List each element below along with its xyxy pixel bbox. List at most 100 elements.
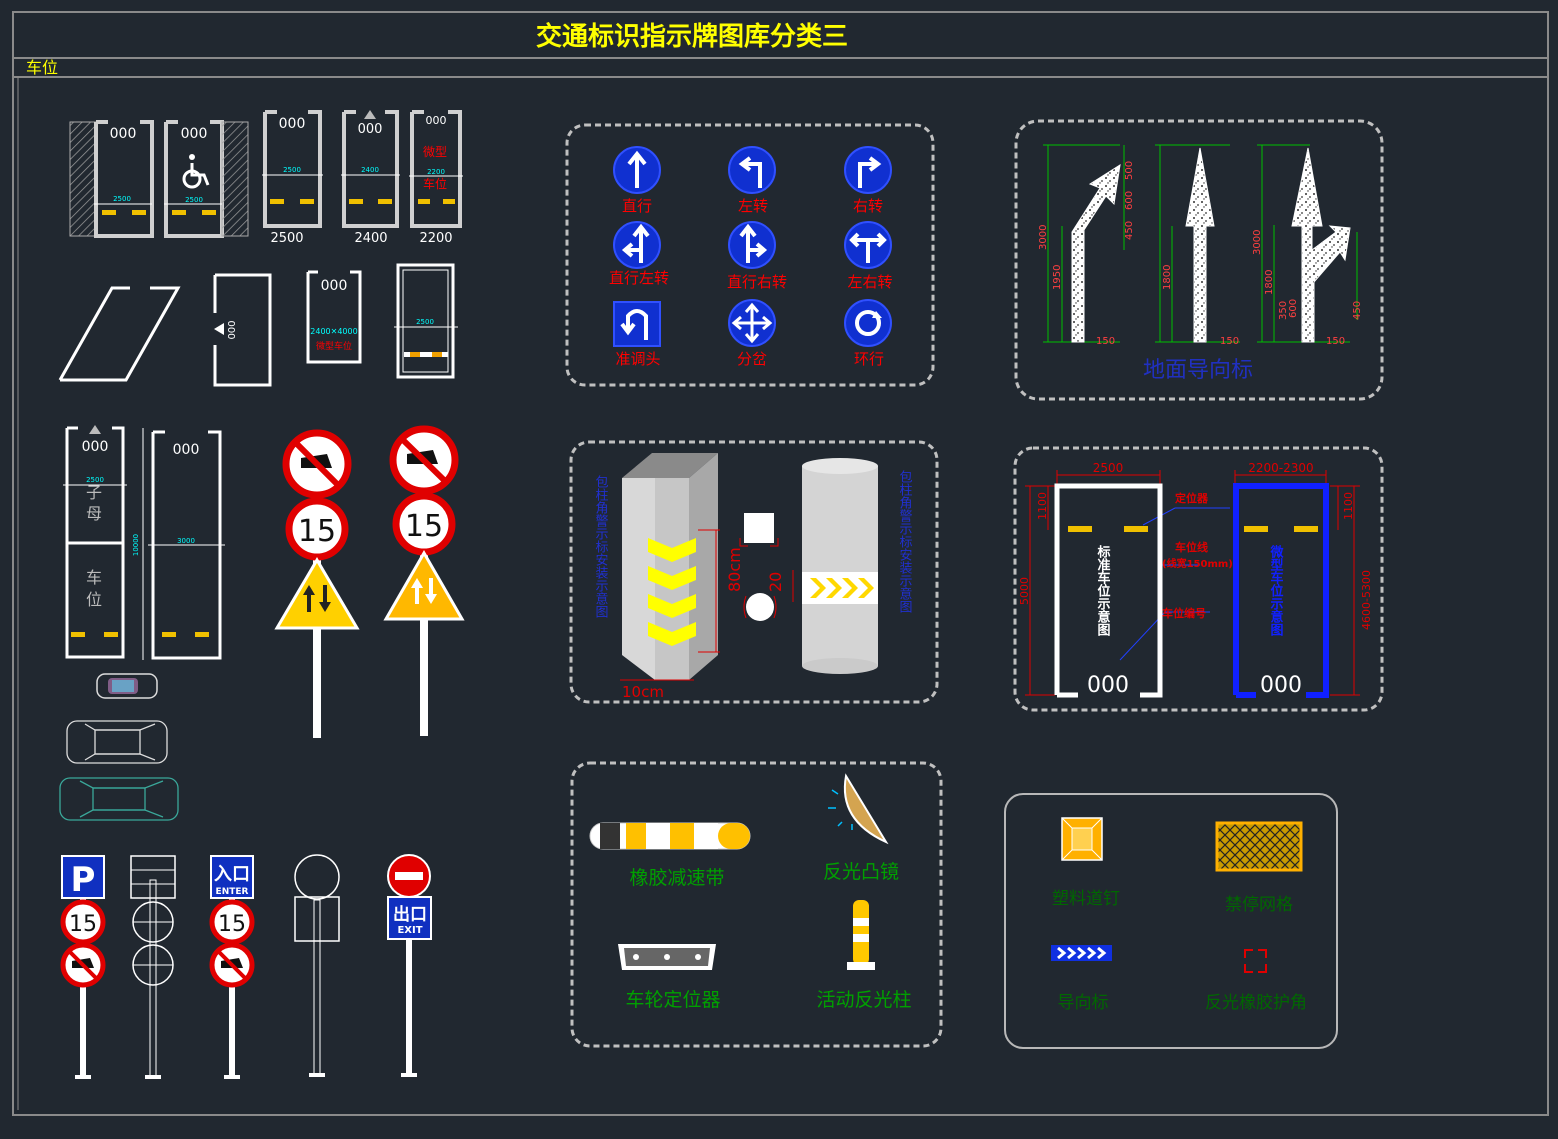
mother-child-label: 母	[86, 504, 102, 523]
line-note: (线宽150mm)	[1162, 557, 1233, 570]
arrow-dim: 150	[1096, 336, 1115, 347]
section-label: 车位	[26, 58, 58, 77]
number-label: 车位编号	[1162, 606, 1206, 620]
wheelchair-icon	[182, 154, 210, 189]
entry-sign-en: ENTER	[216, 887, 249, 897]
space-dim: 2500	[113, 195, 131, 203]
misc-label: 导向标	[1058, 993, 1109, 1013]
no-horn-icon	[399, 436, 449, 485]
mother-child-label: 子	[86, 483, 102, 502]
roundabout-sign-icon	[844, 299, 892, 347]
space-code: 000	[358, 122, 383, 137]
car-top-view-icon	[59, 777, 179, 821]
space-code: 000	[82, 439, 109, 455]
exit-sign-en: EXIT	[397, 925, 422, 936]
dim-label: 1100	[1036, 492, 1049, 520]
width-label: 2200	[419, 231, 452, 246]
arrow-dim: 350	[1278, 301, 1289, 320]
width-label: 2400	[354, 231, 387, 246]
space-dim: 2200	[427, 168, 445, 176]
column-dim-20: 20	[766, 572, 785, 592]
speed-limit-value: 15	[298, 514, 336, 549]
no-entry-icon	[395, 872, 423, 880]
devices-panel: 橡胶减速带 反光凸镜 车轮定位器 活动反光柱	[570, 761, 943, 1048]
std-label: 标准车位示意图	[1095, 544, 1112, 637]
column-dim-10: 10cm	[622, 683, 664, 701]
left-right-sign-icon	[844, 221, 892, 269]
page-title: 交通标识指示牌图库分类三	[536, 21, 848, 52]
drawing-frame	[12, 11, 1549, 1116]
space-code: 000	[110, 126, 137, 142]
bollard-icon	[847, 900, 875, 970]
u-turn-sign-icon	[613, 301, 661, 347]
square-column-icon	[622, 453, 718, 680]
dim-label: 1100	[1342, 492, 1355, 520]
dim-label: 2500	[1093, 461, 1124, 475]
space-dim: 2400	[361, 166, 379, 174]
exit-sign-text: 出口	[393, 904, 427, 925]
arrow-dim: 150	[1326, 336, 1345, 347]
arrow-dim: 1800	[1264, 270, 1275, 295]
speed-limit-value: 15	[69, 912, 97, 937]
parking-p-sign: P	[71, 860, 96, 900]
column-dim-80: 80cm	[725, 547, 744, 592]
straight-right-arrow-icon	[1291, 147, 1351, 343]
convex-mirror-icon	[828, 773, 889, 845]
straight-left-sign-icon	[613, 221, 661, 269]
speed-limit-value: 15	[218, 912, 246, 937]
direction-label: 左转	[738, 197, 768, 215]
misc-label: 塑料道钉	[1052, 889, 1120, 909]
direction-label: 分岔	[737, 350, 767, 368]
direction-label: 直行左转	[609, 269, 669, 287]
space-code: 000	[225, 320, 236, 339]
space-code: 000	[321, 278, 348, 294]
direction-label: 环行	[854, 350, 884, 368]
micro-name: 微型车位	[316, 340, 352, 352]
space-dim: 2500	[185, 196, 203, 204]
arrow-dim: 3000	[1252, 230, 1263, 255]
width-label: 2500	[270, 231, 303, 246]
device-label: 橡胶减速带	[629, 867, 724, 889]
locator-label: 定位器	[1175, 491, 1209, 505]
column-side-label: 包柱角警示标安装示意图	[593, 475, 609, 618]
space-code: 000	[279, 116, 306, 132]
arrow-dim: 450	[1352, 301, 1363, 320]
column-guard-panel: 包柱角警示标安装示意图 包柱角警示标安装示意图 80cm 10cm	[569, 440, 939, 704]
direction-label: 准调头	[615, 350, 660, 368]
turn-left-sign-icon	[728, 146, 776, 194]
right-turn-arrow-icon	[1071, 163, 1121, 343]
direction-label: 直行	[622, 197, 652, 215]
arrow-dim: 500	[1124, 161, 1135, 180]
arrow-dim: 600	[1288, 299, 1299, 318]
blue-label: 微型车位示意图	[1268, 544, 1285, 637]
diverge-sign-icon	[728, 299, 776, 347]
arrow-dim: 3000	[1038, 225, 1049, 250]
space-dim: 2500	[86, 476, 104, 484]
standard-space-panel: 2500 2200-2300 1100 1100 5000 4600-5300 …	[1013, 446, 1384, 712]
dim-label: 4600-5300	[1360, 570, 1373, 630]
misc-label: 禁停网格	[1225, 895, 1293, 915]
direction-sign-panel: 直行 左转 右转 直行左转 直行右转 左右转 准调头 分岔 环行	[565, 123, 935, 387]
micro-label: 车位	[423, 176, 447, 191]
sign-post-group: 15 15	[274, 425, 465, 738]
misc-panel: 塑料道钉 禁停网格 导向标 反光橡胶护角	[1004, 793, 1338, 1049]
space-code: 000	[426, 114, 447, 127]
entry-exit-sign-group: P 15 入口 ENTER 15 出口	[60, 854, 432, 1079]
speed-limit-value: 15	[405, 509, 443, 544]
straight-sign-icon	[613, 146, 661, 194]
device-label: 反光凸镜	[823, 861, 899, 883]
ground-arrow-panel: 3000 1950 450 600 500 150 1800 150 3000 …	[1014, 119, 1384, 401]
micro-size: 2400✕4000	[310, 327, 357, 336]
road-stud-icon	[1061, 817, 1103, 861]
dim-label: 5000	[1018, 577, 1031, 605]
space-code: 000	[173, 442, 200, 458]
two-way-traffic-icon	[303, 585, 331, 612]
arrow-dim: 150	[1220, 336, 1239, 347]
guide-arrow-strip-icon	[1051, 945, 1112, 961]
device-label: 车轮定位器	[625, 989, 720, 1011]
speed-bump-icon	[589, 822, 751, 850]
two-way-traffic-icon	[411, 578, 437, 604]
device-label: 活动反光柱	[816, 989, 911, 1011]
space-code: 000	[1087, 673, 1129, 698]
